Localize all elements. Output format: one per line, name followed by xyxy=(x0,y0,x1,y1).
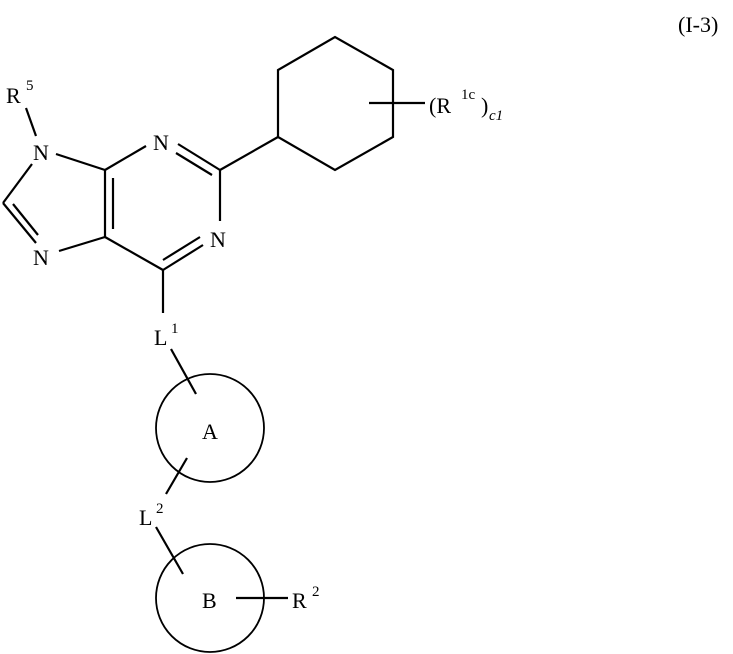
svg-text:): ) xyxy=(481,93,488,118)
svg-text:L: L xyxy=(139,505,152,530)
bond-c5-c6 xyxy=(104,236,164,271)
ring-a-label: A xyxy=(202,419,218,444)
atom-n3: N xyxy=(153,130,169,155)
bond-r5-n9 xyxy=(24,107,38,137)
r1c-substituent-label: (R 1c ) c1 xyxy=(429,87,503,124)
l2-linker-label: L 2 xyxy=(139,501,164,530)
bond-c8-n7 xyxy=(2,202,37,244)
svg-text:(R: (R xyxy=(429,93,451,118)
atom-n7: N xyxy=(33,245,49,270)
atom-n9: N xyxy=(33,140,49,165)
svg-text:1: 1 xyxy=(171,321,179,337)
bond-n9-c8 xyxy=(2,163,33,204)
l1-linker-label: L 1 xyxy=(154,321,179,350)
r5-substituent-label: R 5 xyxy=(6,78,34,108)
bond-c8-n7-double xyxy=(12,203,39,236)
formula-label: (I-3) xyxy=(678,12,718,37)
bond-c4-n3 xyxy=(104,145,147,171)
ring-b-label: B xyxy=(202,588,217,613)
atom-n1: N xyxy=(210,227,226,252)
svg-text:1c: 1c xyxy=(461,87,476,103)
ring-a-circle xyxy=(155,373,265,483)
svg-text:5: 5 xyxy=(26,78,34,94)
svg-text:c1: c1 xyxy=(489,108,503,124)
svg-text:2: 2 xyxy=(312,584,320,600)
svg-text:R: R xyxy=(6,83,21,108)
bond-n9-c4 xyxy=(55,152,106,172)
svg-text:2: 2 xyxy=(156,501,164,517)
bond-n3-c2-double xyxy=(175,152,213,176)
cyclohexane-ring xyxy=(276,35,395,172)
bond-l2-ring-b xyxy=(155,526,184,575)
bond-ring-a-l2 xyxy=(165,457,188,495)
bond-n7-c5 xyxy=(58,235,106,253)
r2-substituent-label: R 2 xyxy=(292,584,320,613)
bond-n1-c6 xyxy=(162,244,204,271)
svg-text:L: L xyxy=(154,325,167,350)
bond-n3-c2 xyxy=(177,143,221,171)
svg-text:R: R xyxy=(292,588,307,613)
bond-n1-c6-double xyxy=(162,236,201,261)
bond-c2-cyclohexyl xyxy=(219,136,279,171)
bond-l1-ring-a xyxy=(170,348,197,395)
